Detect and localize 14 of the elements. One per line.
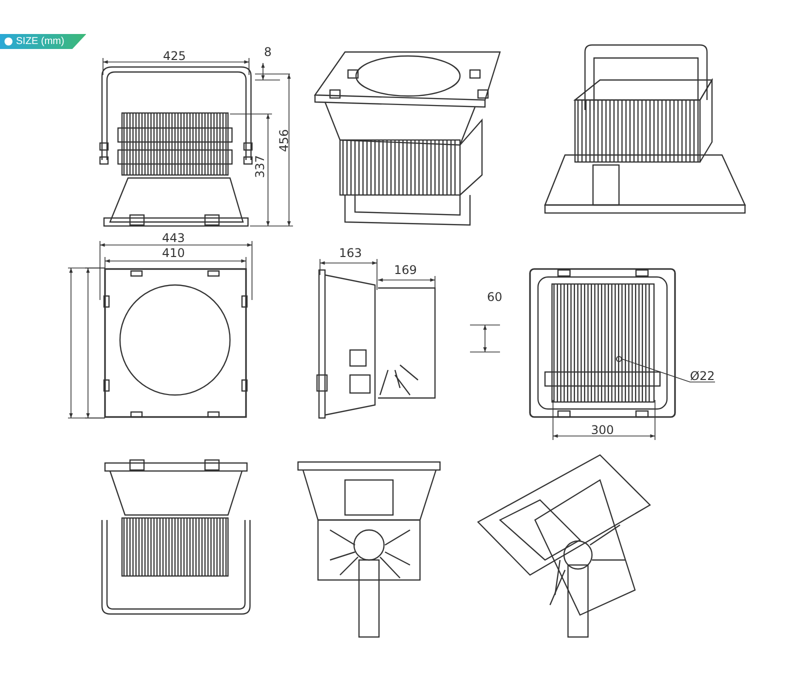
dimension-value: 169	[394, 264, 417, 276]
leader-line	[622, 358, 716, 382]
dimension-value: 456	[278, 129, 290, 152]
dimension-value: 163	[339, 247, 362, 259]
dimension-value: 410	[162, 247, 185, 259]
callout-label: Ø22	[690, 370, 715, 382]
dimension-value: 425	[163, 50, 186, 62]
dimension-value: 8	[264, 46, 272, 58]
dimension-value: 300	[591, 424, 614, 436]
mounting-hole	[616, 356, 622, 362]
dimension-value: 60	[487, 291, 502, 303]
dimension-value: 337	[254, 155, 266, 178]
dimension-value: 443	[162, 232, 185, 244]
section-title: SIZE (mm)	[16, 36, 64, 47]
